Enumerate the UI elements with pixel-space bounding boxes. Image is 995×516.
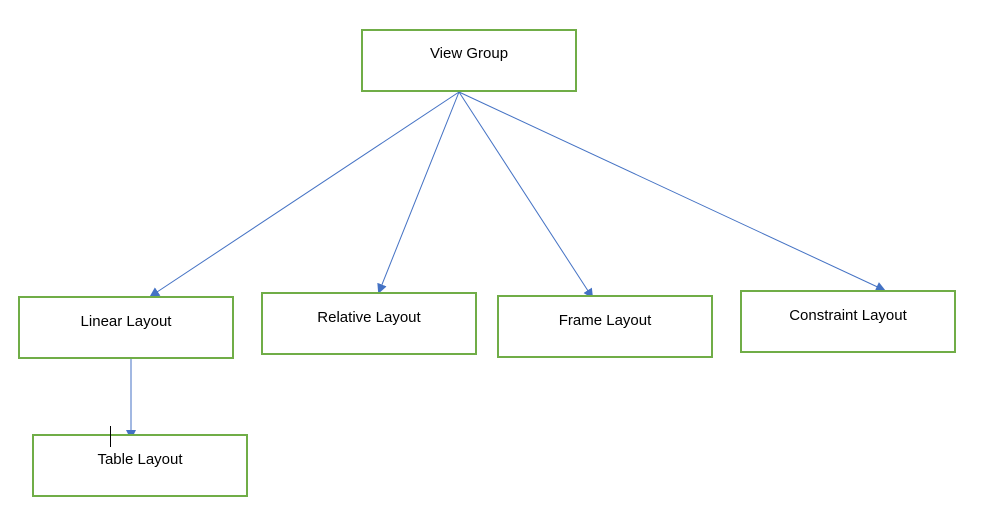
connector-view-group-to-frame-layout: [458, 91, 594, 299]
view-group-node: View Group: [361, 29, 577, 92]
constraint-layout-label: Constraint Layout: [789, 307, 907, 324]
table-layout-label: Table Layout: [97, 451, 183, 468]
constraint-layout-node: Constraint Layout: [740, 290, 956, 353]
connector-view-group-to-constraint-layout: [458, 91, 886, 292]
linear-layout-node: Linear Layout: [18, 296, 234, 359]
frame-layout-label: Frame Layout: [558, 312, 652, 329]
connector-view-group-to-linear-layout: [149, 91, 460, 298]
relative-layout-label: Relative Layout: [317, 309, 421, 326]
table-layout-node: Table Layout: [32, 434, 248, 497]
linear-layout-label: Linear Layout: [80, 313, 172, 330]
frame-layout-node: Frame Layout: [497, 295, 713, 358]
connector-view-group-to-relative-layout: [377, 91, 460, 294]
view-group-label: View Group: [429, 45, 509, 62]
relative-layout-node: Relative Layout: [261, 292, 477, 355]
text-cursor: [110, 426, 111, 447]
